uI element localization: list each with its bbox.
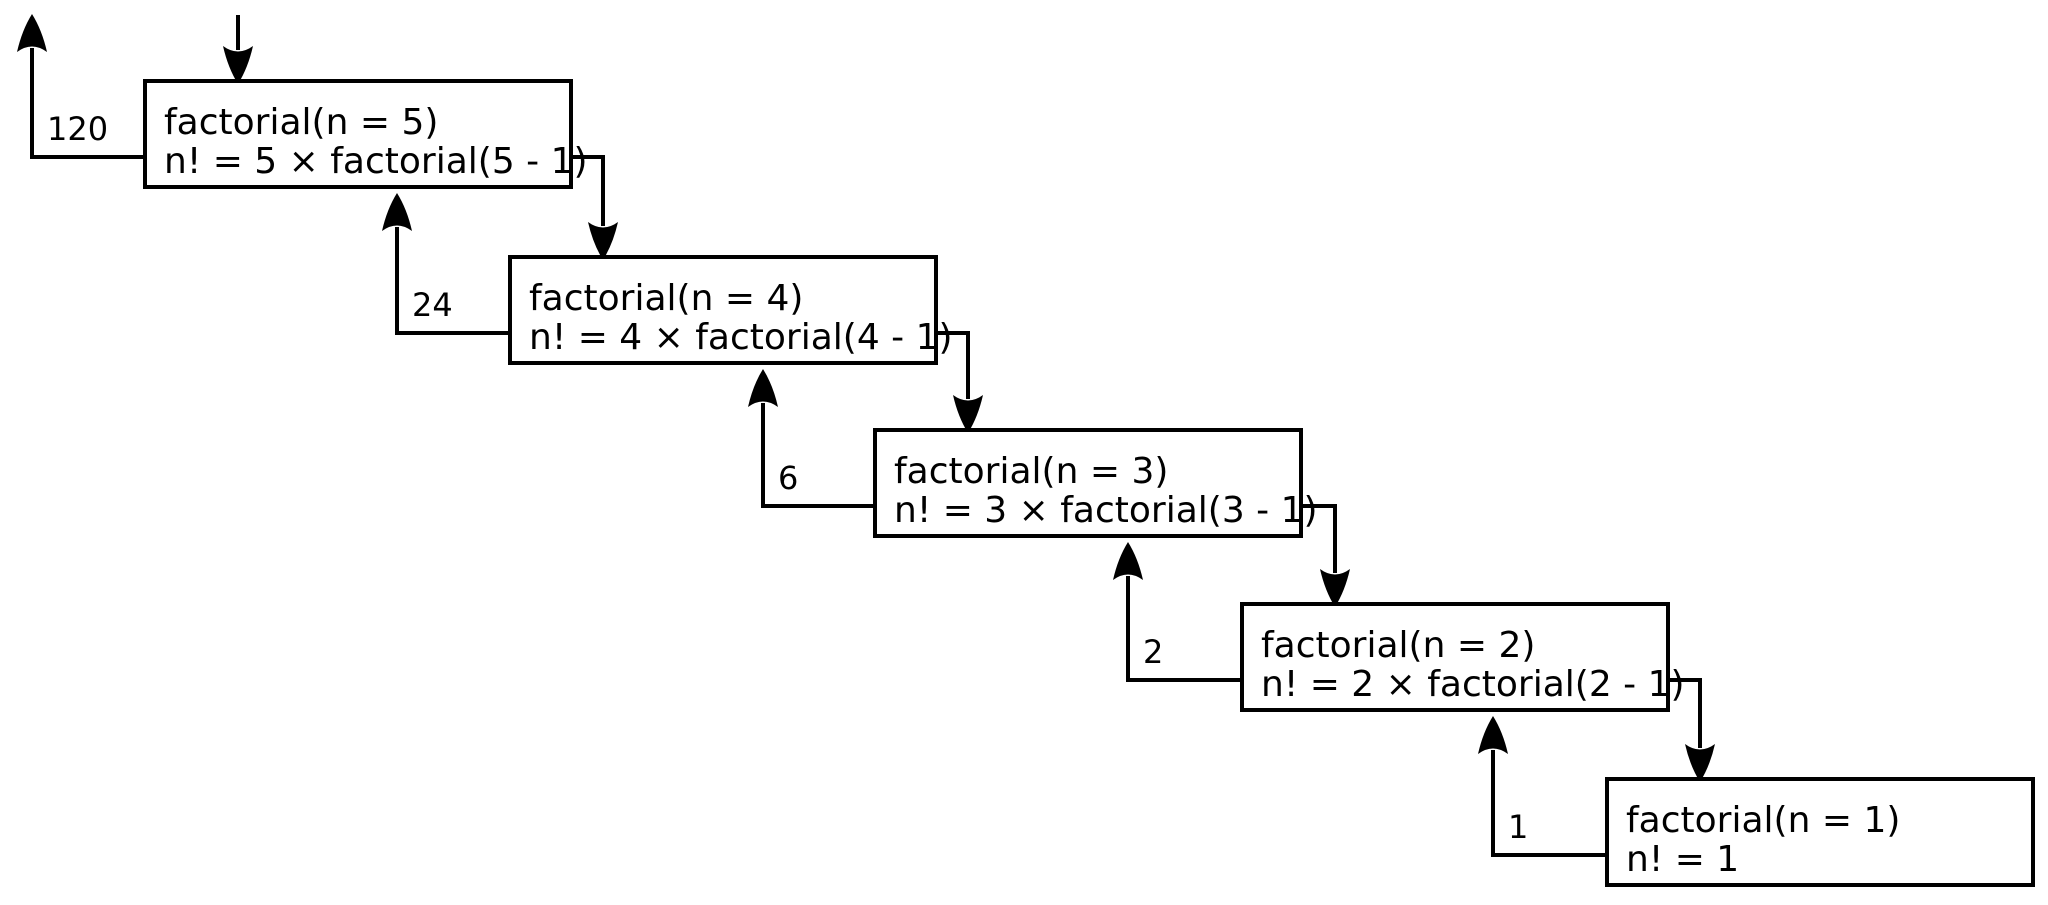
arrowhead-down-icon	[953, 395, 983, 433]
return-arrow-n2-to-n3	[1113, 542, 1240, 682]
return-arrow-n1-to-n2	[1478, 716, 1605, 857]
connector-line	[573, 155, 605, 226]
connector-line	[1491, 750, 1605, 857]
call-frame-n4: factorial(n = 4) n! = 4 × factorial(4 - …	[508, 255, 953, 365]
final-return-arrow	[17, 14, 143, 159]
connector-line	[1126, 576, 1240, 682]
call-frame-n3: factorial(n = 3) n! = 3 × factorial(3 - …	[873, 428, 1318, 538]
arrowhead-up-icon	[1478, 716, 1508, 754]
return-arrow-n4-to-n5	[382, 193, 508, 335]
call-arrow-n2-to-n1	[1670, 678, 1715, 782]
connector-line	[395, 227, 508, 335]
call-frame-n1: factorial(n = 1) n! = 1	[1605, 777, 2035, 887]
frame-expansion-line: n! = 1	[1626, 839, 1740, 880]
connector-line	[761, 403, 873, 508]
arrowhead-up-icon	[382, 193, 412, 231]
frame-expansion-line: n! = 3 × factorial(3 - 1)	[894, 490, 1318, 531]
arrowhead-down-icon	[1320, 569, 1350, 607]
arrowhead-up-icon	[17, 14, 47, 52]
call-frame-n5: factorial(n = 5) n! = 5 × factorial(5 - …	[143, 79, 588, 189]
arrowhead-down-icon	[588, 222, 618, 260]
return-value-label-n3: 6	[778, 459, 799, 497]
connector-line	[938, 331, 970, 399]
frame-call-line: factorial(n = 2)	[1261, 625, 1536, 666]
connector-line	[30, 48, 143, 159]
arrowhead-up-icon	[1113, 542, 1143, 580]
call-arrow-n4-to-n3	[938, 331, 983, 433]
connector-line	[1303, 504, 1337, 573]
return-value-label-n1: 1	[1508, 808, 1529, 846]
call-arrow-n5-to-n4	[573, 155, 618, 260]
arrowhead-up-icon	[748, 369, 778, 407]
return-arrow-n3-to-n4	[748, 369, 873, 508]
return-value-label-n5: 120	[47, 110, 109, 148]
frame-call-line: factorial(n = 4)	[529, 278, 804, 319]
connector-line	[1670, 678, 1702, 748]
frame-call-line: factorial(n = 1)	[1626, 800, 1901, 841]
arrowhead-down-icon	[223, 46, 253, 84]
frame-call-line: factorial(n = 5)	[164, 102, 439, 143]
return-value-label-n4: 24	[412, 286, 453, 324]
frame-expansion-line: n! = 4 × factorial(4 - 1)	[529, 317, 953, 358]
frame-expansion-line: n! = 2 × factorial(2 - 1)	[1261, 664, 1685, 705]
frame-call-line: factorial(n = 3)	[894, 451, 1169, 492]
arrowhead-down-icon	[1685, 744, 1715, 782]
return-value-label-n2: 2	[1143, 633, 1164, 671]
frame-expansion-line: n! = 5 × factorial(5 - 1)	[164, 141, 588, 182]
call-arrow-n3-to-n2	[1303, 504, 1350, 607]
call-frame-n2: factorial(n = 2) n! = 2 × factorial(2 - …	[1240, 602, 1685, 712]
initial-call-arrow	[223, 15, 253, 84]
